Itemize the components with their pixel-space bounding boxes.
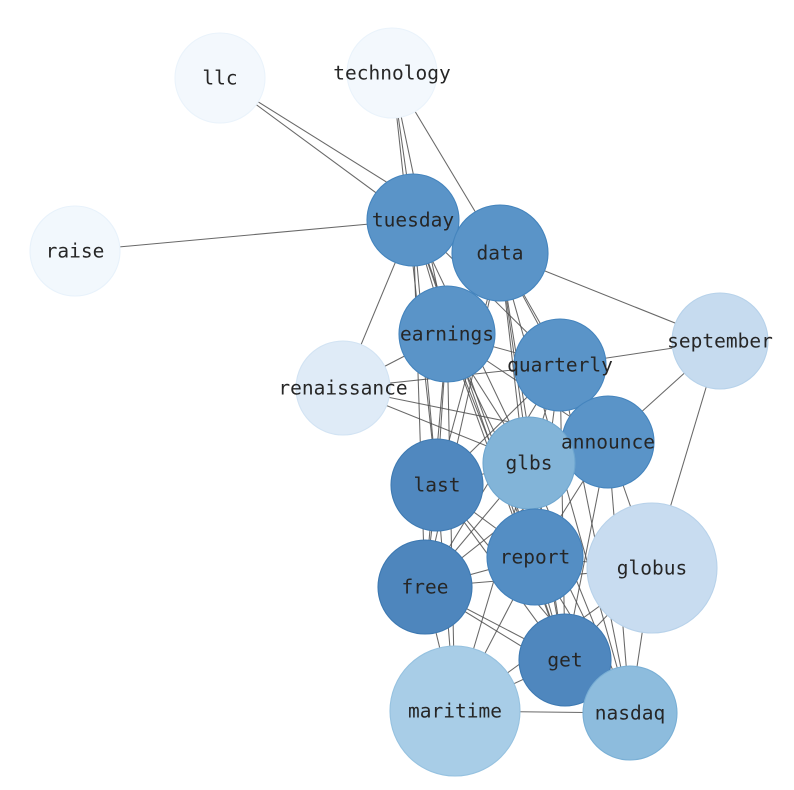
graph-node-last[interactable] <box>390 438 484 532</box>
graph-node-announce[interactable] <box>561 395 655 489</box>
graph-node-renaissance[interactable] <box>295 340 391 436</box>
graph-node-maritime[interactable] <box>389 645 521 777</box>
graph-node-nasdaq[interactable] <box>582 665 678 761</box>
graph-node-earnings[interactable] <box>398 285 496 383</box>
graph-node-tuesday[interactable] <box>366 173 460 267</box>
graph-nodes-layer <box>29 27 769 777</box>
graph-edge <box>74 219 414 252</box>
graph-node-free[interactable] <box>377 539 473 635</box>
graph-node-raise[interactable] <box>29 205 121 297</box>
graph-node-data[interactable] <box>451 204 549 302</box>
graph-edge <box>559 364 566 661</box>
graph-node-glbs[interactable] <box>482 416 576 510</box>
graph-node-llc[interactable] <box>174 32 266 124</box>
graph-node-globus[interactable] <box>586 502 718 634</box>
graph-node-get[interactable] <box>518 613 612 707</box>
graph-node-report[interactable] <box>486 508 584 606</box>
graph-node-quarterly[interactable] <box>513 318 607 412</box>
graph-node-technology[interactable] <box>346 27 438 119</box>
graph-node-september[interactable] <box>671 292 769 390</box>
